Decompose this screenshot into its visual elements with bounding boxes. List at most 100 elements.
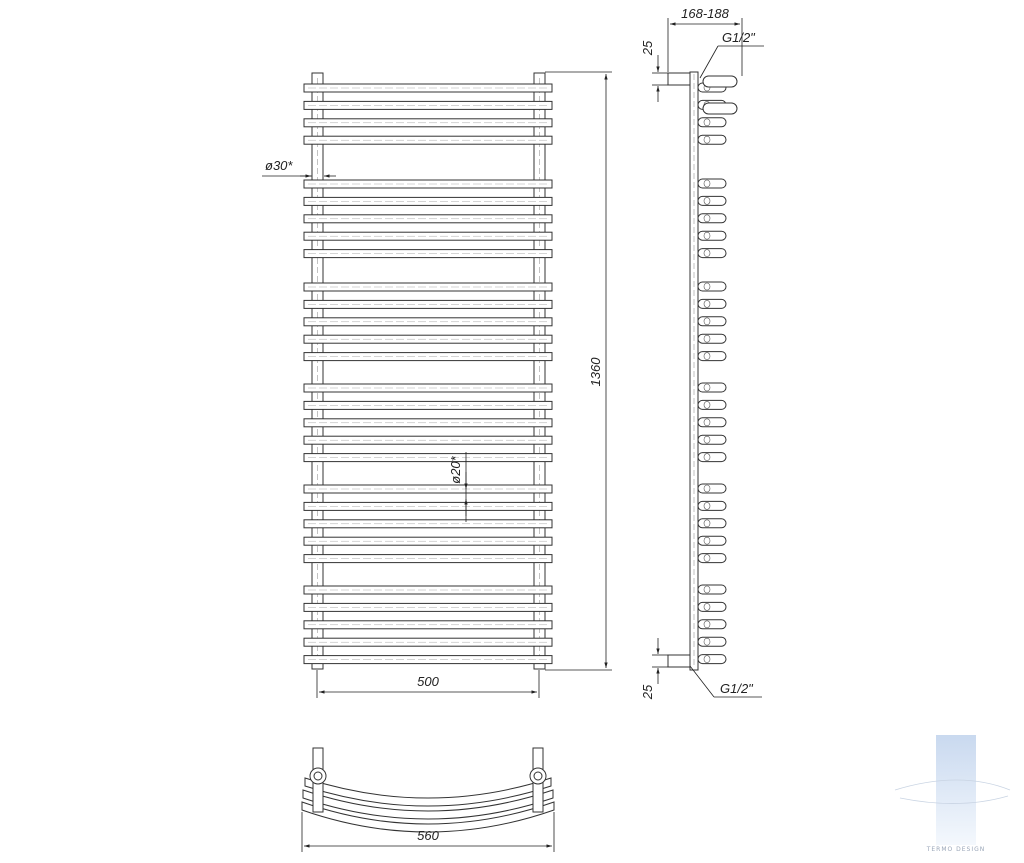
front-bar-7 [303,214,553,224]
front-bar-14 [303,352,553,362]
front-bar-18 [303,435,553,445]
side-stud-19 [697,452,727,463]
side-stud-cap [703,484,711,493]
side-stud-cap [703,317,711,326]
bottom-offset-label: 25 [640,684,655,700]
side-stud-28 [697,636,727,647]
front-bar-1 [303,83,553,93]
side-stud-cap [703,118,711,127]
side-stud-5 [697,178,727,189]
side-stud-25 [697,584,727,595]
side-stud-11 [697,298,727,309]
front-bar-29 [303,655,553,665]
side-stud-cap [703,554,711,562]
side-stud-cap [703,620,711,629]
front-bars [303,83,553,665]
side-stud-6 [697,195,727,206]
front-view [303,72,553,670]
side-stud-3 [697,117,727,128]
top-view-bar-3 [301,801,555,833]
front-bar-9 [303,249,553,259]
front-bar-20 [303,484,553,494]
side-stud-26 [697,601,727,612]
side-stud-cap [703,179,711,188]
side-stud-15 [697,382,727,393]
side-stud-cap [703,334,711,343]
front-bar-4 [303,135,553,145]
side-stud-cap [703,383,711,392]
bar-diameter-label: ø20* [448,455,463,483]
side-dimensions [652,18,764,698]
side-stud-23 [697,535,727,546]
front-bar-22 [303,519,553,529]
front-bar-15 [303,383,553,393]
side-stud-27 [697,619,727,630]
front-bar-25 [303,585,553,595]
front-bar-17 [303,418,553,428]
top-width-dimension-label: 560 [417,828,439,843]
side-stud-cap [703,502,711,510]
front-bar-3 [303,118,553,128]
side-stud-18 [697,434,727,445]
top-thread-label: G1/2" [722,30,756,45]
side-stud-7 [697,213,727,224]
top-offset-label: 25 [640,40,655,56]
side-stud-cap [703,282,711,291]
top-view-bar-2 [302,789,554,820]
side-stud-cap [703,401,711,409]
side-stud-cap [703,435,711,444]
pipe-diameter-label: ø30* [265,158,293,173]
side-stud-cap [703,637,711,646]
side-stud-cap [703,197,711,205]
depth-dimension-label: 168-188 [681,6,729,21]
height-dimension-label: 1360 [588,357,603,387]
side-stud-cap [703,519,711,528]
front-bar-10 [303,282,553,292]
front-bar-23 [303,536,553,546]
side-view [667,71,738,671]
front-bar-19 [303,453,553,463]
side-stud-cap [703,418,711,427]
front-bar-16 [303,400,553,410]
brand-logo: TERMO DESIGN [894,735,1011,853]
bottom-thread-label: G1/2" [720,681,754,696]
side-stud-cap [703,214,711,223]
side-stud-cap [703,453,711,461]
width-dimension-label: 500 [417,674,439,689]
side-stud-cap [703,249,711,257]
bottom-connection-pipe [667,654,691,668]
front-bar-2 [303,100,553,110]
side-stud-cap [703,352,711,360]
front-dimensions [262,71,612,698]
side-stud-cap [703,603,711,611]
side-stud-10 [697,281,727,292]
side-stud-cap [703,300,711,308]
front-bar-24 [303,554,553,564]
top-view [301,747,555,833]
side-stud-cap [703,135,711,144]
side-stud-24 [697,553,727,564]
side-stud-21 [697,500,727,511]
side-stud-8 [697,230,727,241]
side-stud-29 [697,654,727,665]
front-bar-5 [303,179,553,189]
side-studs [697,75,738,665]
front-bar-11 [303,299,553,309]
front-bar-8 [303,231,553,241]
top-connection-pipe [667,72,691,86]
front-bar-21 [303,501,553,511]
front-bar-28 [303,637,553,647]
side-hook-top-1 [702,75,738,88]
side-stud-9 [697,248,727,259]
front-bar-26 [303,602,553,612]
top-view-bar-1 [304,777,552,807]
side-stud-cap [703,655,711,663]
side-stud-16 [697,399,727,410]
front-bar-12 [303,317,553,327]
side-stud-13 [697,333,727,344]
side-stud-cap [703,231,711,240]
side-stud-cap [703,536,711,545]
side-stud-17 [697,417,727,428]
side-stud-4 [697,134,727,145]
